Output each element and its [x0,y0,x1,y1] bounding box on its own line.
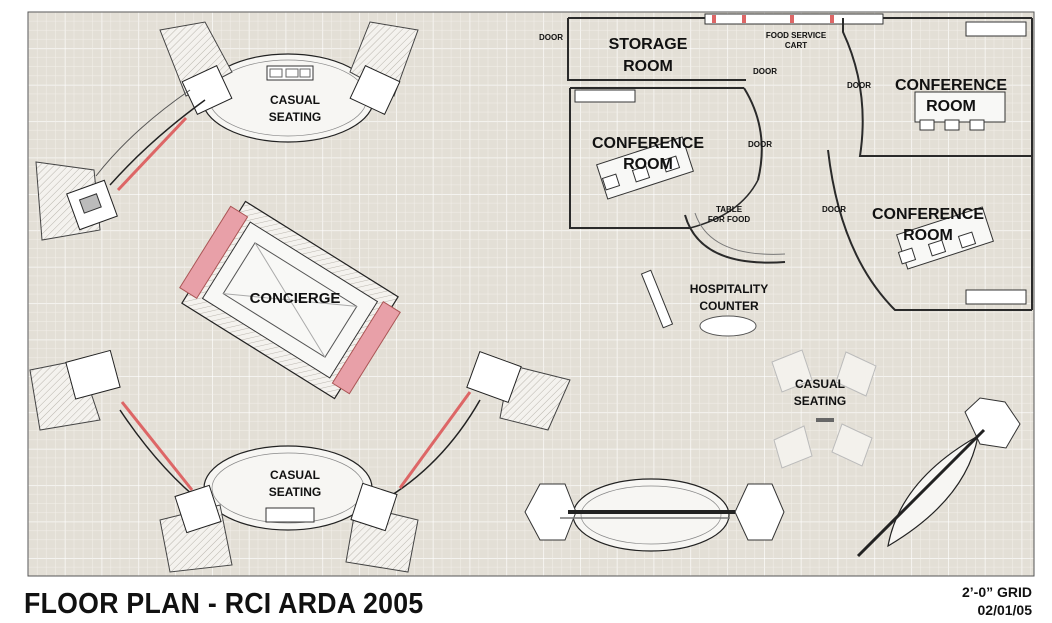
table-for-food-label-line2: FOR FOOD [708,215,750,224]
hospitality-counter [640,269,757,337]
storage-room-label-line2: ROOM [623,58,673,75]
conference-room-top-right [842,17,1033,310]
casual-right-label-line2: SEATING [794,394,846,408]
casual-right-label-line1: CASUAL [795,377,845,391]
floor-area [27,11,1035,577]
casual-top-label-line1: CASUAL [270,93,320,107]
door-label: DOOR [847,81,871,90]
kiosk-bottom-right [856,397,1021,558]
door-label: DOOR [822,205,846,214]
door-label: DOOR [539,33,563,42]
door-label: DOOR [753,67,777,76]
hospitality-label-line1: HOSPITALITY [690,282,768,296]
conference-room-center [569,87,763,229]
table-for-food-label-line1: TABLE [716,205,743,214]
concierge-label: CONCIERGE [250,290,341,307]
casual-seating-pod-bottom [29,349,571,573]
casual-seating-pod-top [35,21,419,241]
casual-seating-pod-right [771,349,877,469]
conference-center-label-line1: CONFERENCE [592,135,704,152]
kiosk-bottom-center [524,478,785,552]
conference-mid-right-label-line2: ROOM [903,227,953,244]
storage-room [567,17,746,81]
door-label: DOOR [748,140,772,149]
labels: STORAGE ROOM CONFERENCE ROOM CONFERENCE … [250,31,1008,499]
casual-bottom-label-line1: CASUAL [270,468,320,482]
casual-bottom-label-line2: SEATING [269,485,321,499]
food-service-cart-label-line2: CART [785,41,807,50]
conference-room-mid-right [827,149,1032,311]
table-for-food [684,212,786,264]
concierge-island [179,200,401,400]
hospitality-label-line2: COUNTER [699,299,759,313]
casual-top-label-line2: SEATING [269,110,321,124]
food-service-cart [704,13,884,25]
food-service-cart-label-line1: FOOD SERVICE [766,31,827,40]
conference-top-right-label-line1: CONFERENCE [895,77,1007,94]
plan-title: FLOOR PLAN - RCI ARDA 2005 [24,588,424,620]
grid-scale-note: 2’-0” GRID [961,584,1032,600]
conference-center-label-line2: ROOM [623,156,673,173]
storage-room-label-line1: STORAGE [609,36,688,53]
conference-mid-right-label-line1: CONFERENCE [872,206,984,223]
plan-date: 02/01/05 [977,602,1033,618]
conference-top-right-label-line2: ROOM [926,98,976,115]
